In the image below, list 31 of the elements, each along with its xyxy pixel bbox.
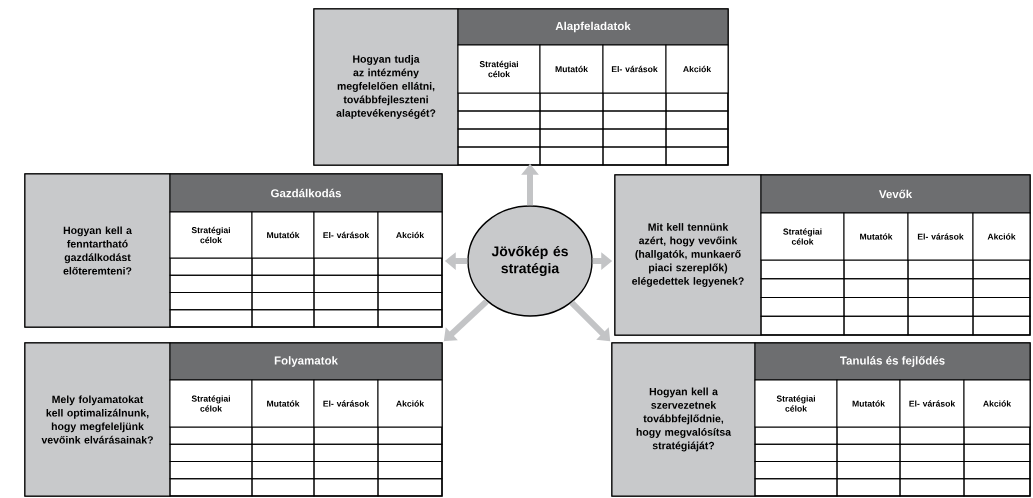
table-header: Gazdálkodás [169, 173, 443, 213]
column-header: Stratégiai célok [754, 379, 838, 428]
column-header: El- várások [907, 212, 974, 261]
column-header: Mutatók [836, 379, 901, 428]
table-header: Alapfeladatok [457, 8, 729, 46]
question-box: Hogyan kell a szervezetnek továbbfejlődnie, hogy megvalósítsa stratégiáját? [611, 342, 756, 497]
column-header: Stratégiai célok [169, 211, 253, 259]
column-header: Mutatók [539, 44, 604, 94]
column-header: Stratégiai célok [760, 212, 845, 261]
column-header: El- várások [899, 379, 965, 428]
question-box: Mely folyamatokat kell optimalizálnunk, hogy megfeleljünk vevőink elvárásainak? [24, 342, 171, 497]
column-header: Stratégiai célok [457, 44, 541, 94]
table-header: Folyamatok [169, 342, 443, 381]
column-header: Akciók [972, 212, 1031, 261]
column-header: Mutatók [251, 379, 315, 428]
column-header: El- várások [313, 379, 379, 428]
column-header: Akciók [377, 211, 443, 259]
question-box: Hogyan tudja az intézmény megfelelően ellátni, továbbfejleszteni alaptevékenységét? [313, 8, 459, 166]
question-box: Mit kell tennünk azért, hogy vevőink (hallgatók, munkaerő piaci szereplők) elégedettek legyenek? [614, 174, 762, 336]
column-header: Akciók [377, 379, 443, 428]
column-header: Akciók [665, 44, 729, 94]
column-header: Stratégiai célok [169, 379, 253, 428]
table-header: Vevők [760, 174, 1031, 214]
column-header: Akciók [963, 379, 1031, 428]
column-header: El- várások [313, 211, 379, 259]
arrow [569, 300, 611, 342]
question-box: Hogyan kell a fenntartható gazdálkodást előteremteni? [24, 173, 171, 328]
column-header: Mutatók [251, 211, 315, 259]
table-header: Tanulás és fejlődés [754, 342, 1031, 381]
column-header: El- várások [602, 44, 667, 94]
column-header: Mutatók [843, 212, 909, 261]
